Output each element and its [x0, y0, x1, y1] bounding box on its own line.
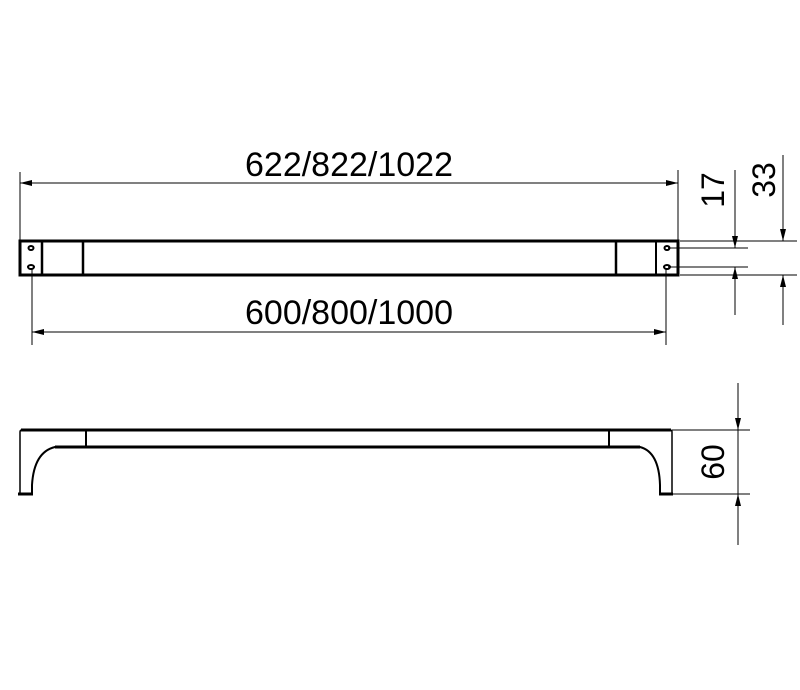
bar-outline: [18, 239, 680, 277]
side-view: [18, 428, 673, 496]
mount-hole: [27, 245, 35, 251]
dimension-bar-height: [680, 155, 797, 325]
dimension-mounting-distance: [31, 268, 667, 345]
dimension-projection: [672, 383, 750, 545]
projection-label: 60: [695, 444, 731, 480]
hole-spacing-label: 17: [695, 172, 731, 208]
mounting-distance-label: 600/800/1000: [245, 294, 453, 332]
overall-length-label: 622/822/1022: [245, 146, 453, 184]
top-view: [18, 239, 680, 277]
mount-hole: [27, 264, 35, 270]
bar-height-label: 33: [746, 162, 782, 198]
dimension-overall-length: [19, 170, 679, 241]
